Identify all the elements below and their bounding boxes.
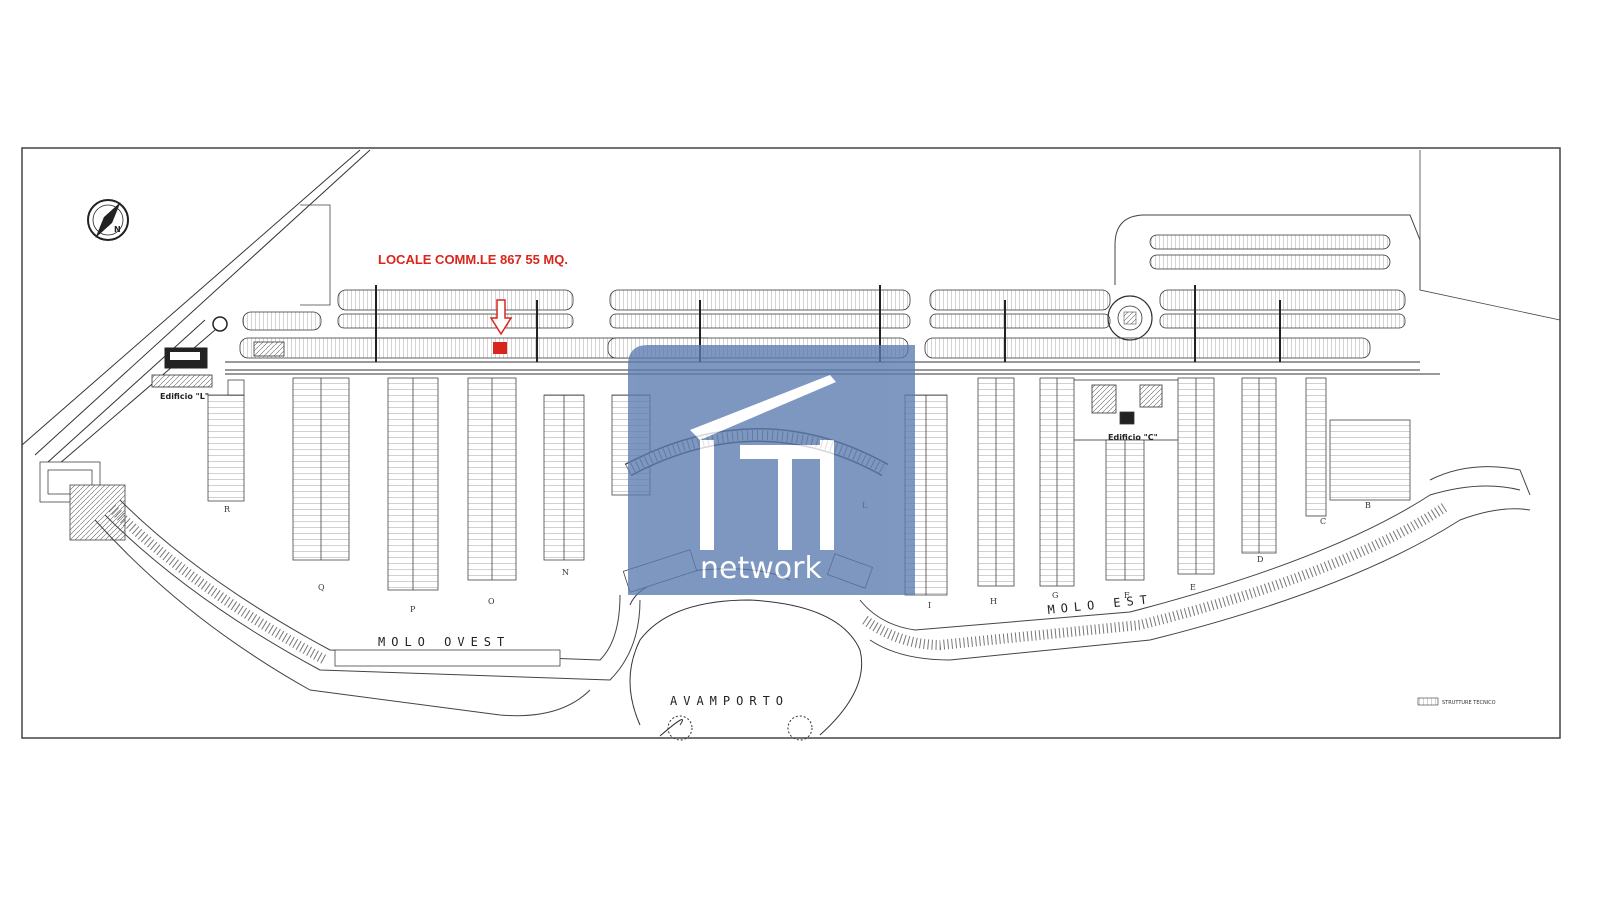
parking-area <box>239 234 1406 359</box>
pier-label-p: P <box>410 605 416 614</box>
pier-label-r: R <box>224 505 231 514</box>
molo-ovest-label: MOLO OVEST <box>378 635 510 649</box>
piers <box>207 377 1411 596</box>
pier-label-c: C <box>1320 517 1326 526</box>
molo-est-breakwater <box>859 466 1531 661</box>
legend-label: STRUTTURE TECNICO <box>1442 700 1496 706</box>
highlight-title: LOCALE COMM.LE 867 55 MQ. <box>378 252 568 267</box>
legend: STRUTTURE TECNICO <box>1417 697 1496 706</box>
pier-label-q: Q <box>318 583 325 592</box>
molo-ovest-quay <box>334 649 561 667</box>
roundabout <box>1107 295 1153 341</box>
molo-ovest-breakwater <box>94 499 641 717</box>
pier-label-d: D <box>1257 555 1263 564</box>
edificio-c-building <box>1064 379 1186 441</box>
pier-label-b: B <box>1365 501 1371 510</box>
pier-label-n: N <box>562 568 569 577</box>
edificio-l-label: Edificio "L" <box>160 392 209 401</box>
pier-label-e: E <box>1190 583 1196 592</box>
access-road <box>21 149 371 471</box>
avamporto-label: AVAMPORTO <box>670 694 789 708</box>
edificio-c-label: Edificio "C" <box>1108 433 1158 442</box>
pier-label-i: I <box>928 601 931 610</box>
pier-label-g: G <box>1052 591 1058 600</box>
watermark-brand: network <box>700 551 822 586</box>
north-arrow-icon: N <box>87 199 129 241</box>
svg-text:N: N <box>114 225 121 234</box>
pier-label-o: O <box>488 597 495 606</box>
down-arrow-icon <box>489 299 513 354</box>
west-service-building <box>39 461 126 541</box>
pier-label-f: F <box>1124 591 1130 600</box>
pier-label-h: H <box>990 597 997 606</box>
edificio-l-building <box>151 347 213 388</box>
watermark: network <box>628 345 915 595</box>
